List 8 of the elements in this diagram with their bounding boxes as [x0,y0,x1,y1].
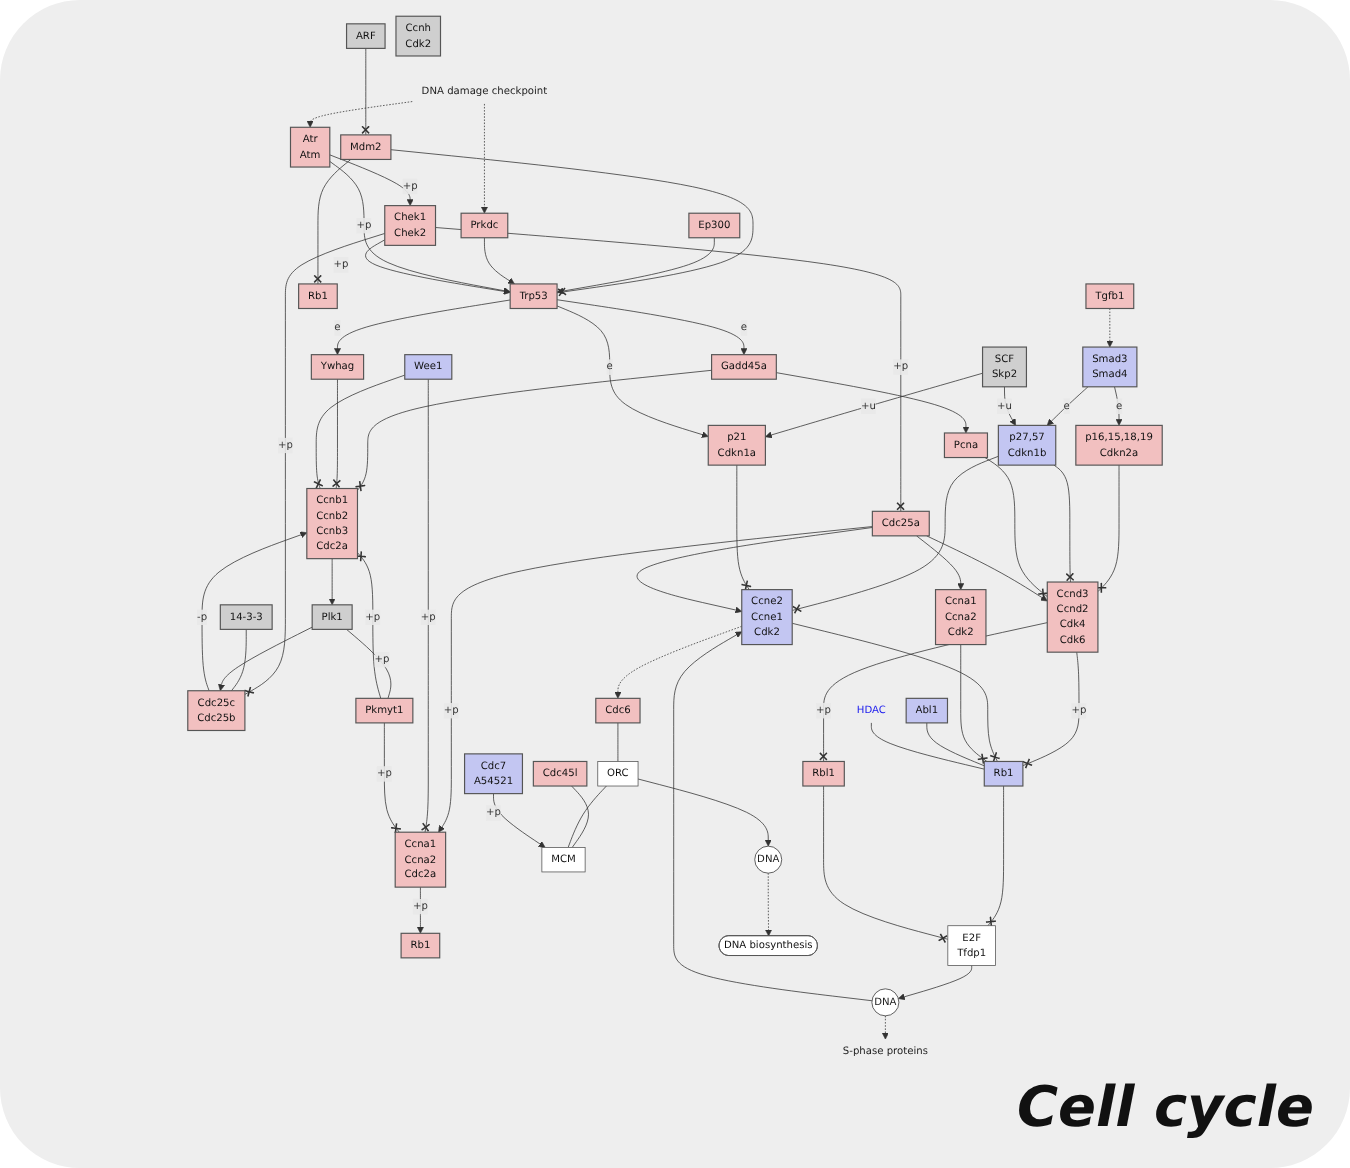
connector [617,722,619,762]
connector [571,785,589,848]
connector [231,629,247,692]
connector [346,629,392,699]
connector [926,722,985,767]
connector [870,722,985,770]
connector [567,785,607,848]
diagram-title: Cell cycle [1016,1074,1314,1140]
